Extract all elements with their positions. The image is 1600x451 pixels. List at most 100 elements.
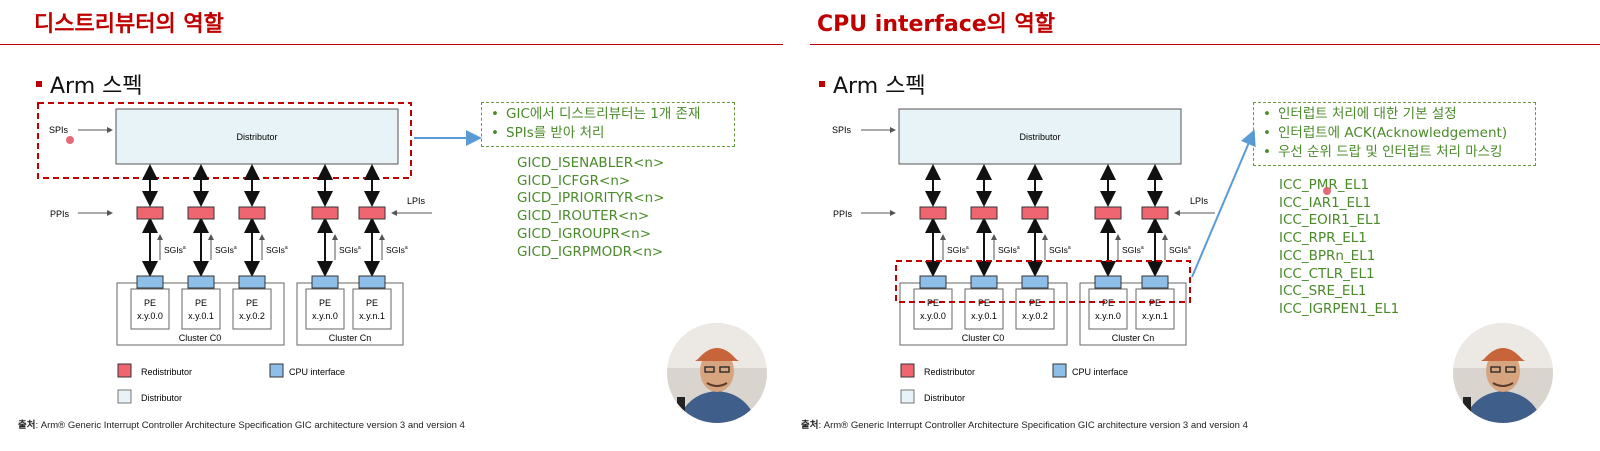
legend-distributor-swatch (117, 389, 132, 404)
redistributor-3 (311, 206, 339, 220)
callout-bullets: GIC에서 디스트리뷰터는 1개 존재 SPIs를 받아 처리 (481, 102, 735, 147)
source-text: : Arm® Generic Interrupt Controller Arch… (35, 420, 465, 431)
pe-id: x.y.n.1 (1142, 311, 1168, 321)
pe-id: x.y.0.1 (188, 311, 214, 321)
section-heading: Arm 스펙 (36, 68, 143, 100)
register-item: ICC_RPR_EL1 (1279, 230, 1367, 247)
pe-box (913, 288, 953, 330)
sgis-label: SGIsa (947, 245, 969, 255)
pe-box (305, 288, 345, 330)
sgis-label: SGIsa (215, 245, 237, 255)
distributor-highlight (37, 102, 412, 179)
pe-id: x.y.0.2 (1022, 311, 1048, 321)
legend-redistributor-swatch (117, 363, 132, 378)
cpu-interface-highlight (895, 260, 1191, 303)
cpu-interface-1 (187, 275, 215, 289)
cpu-interface-4 (1141, 275, 1169, 289)
source-text: : Arm® Generic Interrupt Controller Arch… (818, 420, 1248, 431)
sgis-label: SGIsa (1049, 245, 1071, 255)
register-list: ICC_PMR_EL1 ICC_IAR1_EL1 ICC_EOIR1_EL1 I… (1279, 177, 1399, 319)
cpu-interface-0 (136, 275, 164, 289)
register-list: GICD_ISENABLER<n> GICD_ICFGR<n> GICD_IPR… (517, 155, 665, 261)
register-item: ICC_IGRPEN1_EL1 (1279, 300, 1400, 317)
pe-label: PE (1102, 298, 1114, 308)
section-heading-text: Arm 스펙 (50, 74, 143, 99)
distributor-label: Distributor (1019, 132, 1060, 142)
register-item: GICD_ICFGR<n> (517, 172, 631, 189)
register-item: ICC_BPRn_EL1 (1279, 247, 1376, 264)
pe-box (964, 288, 1004, 330)
gic-diagram: Distributor SPIs PPIs L (37, 102, 482, 404)
redistributor-0 (919, 206, 947, 220)
cluster-c0-label: Cluster C0 (179, 333, 222, 343)
distributor-block (115, 108, 399, 165)
pe-box (1135, 288, 1175, 330)
slide-title: 디스트리뷰터의 역할 (34, 12, 224, 37)
pe-label: PE (144, 298, 156, 308)
pe-box (1088, 288, 1128, 330)
pe-id: x.y.0.0 (137, 311, 163, 321)
bullet-item: GIC에서 디스트리뷰터는 1개 존재 (491, 105, 726, 124)
section-heading-text: Arm 스펙 (833, 74, 926, 99)
register-item: GICD_ISENABLER<n> (517, 155, 665, 171)
pe-id: x.y.0.0 (920, 311, 946, 321)
redistributor-4 (358, 206, 386, 220)
redistributor-2 (238, 206, 266, 220)
bullet-square-icon (819, 81, 825, 87)
pe-id: x.y.n.0 (312, 311, 338, 321)
legend-cpu-interface-swatch (1052, 363, 1067, 378)
pointer-dot-icon (66, 136, 74, 144)
cpu-interface-2 (238, 275, 266, 289)
distributor-label: Distributor (236, 132, 277, 142)
register-item: ICC_CTLR_EL1 (1279, 265, 1375, 282)
cpu-interface-3 (1094, 275, 1122, 289)
register-item: ICC_PMR_EL1 (1279, 177, 1370, 193)
pe-box (181, 288, 221, 330)
pe-id: x.y.0.1 (971, 311, 997, 321)
legend-cpu-interface-swatch (269, 363, 284, 378)
spis-label: SPIs (49, 125, 69, 135)
pe-box (352, 288, 392, 330)
pe-box (232, 288, 272, 330)
redistributor-1 (970, 206, 998, 220)
register-item: ICC_IAR1_EL1 (1279, 194, 1372, 211)
presenter-avatar-icon (1453, 323, 1553, 423)
register-item: GICD_IROUTER<n> (517, 208, 650, 225)
sgis-label: SGIsa (1122, 245, 1144, 255)
bullet-item: SPIs를 받아 처리 (491, 124, 726, 143)
register-item: ICC_EOIR1_EL1 (1279, 212, 1382, 229)
legend-cpu-interface-label: CPU interface (1072, 367, 1128, 377)
pe-box (130, 288, 170, 330)
source-label: 출처 (801, 420, 819, 431)
lpis-label: LPIs (407, 196, 426, 206)
cluster-cn-label: Cluster Cn (329, 333, 372, 343)
callout-bullets: 인터럽트 처리에 대한 기본 설정 인터럽트에 ACK(Acknowledgem… (1253, 102, 1536, 166)
register-item: GICD_IGRPMODR<n> (517, 243, 664, 260)
pointer-dot-icon (1323, 187, 1331, 195)
cpu-interface-3 (311, 275, 339, 289)
sgis-label: SGIsa (339, 245, 361, 255)
redistributor-3 (1094, 206, 1122, 220)
sgis-label: SGIsa (266, 245, 288, 255)
slide-title: CPU interface의 역할 (817, 12, 1056, 37)
legend-redistributor-label: Redistributor (924, 367, 975, 377)
register-item: ICC_SRE_EL1 (1279, 283, 1367, 300)
pe-id: x.y.0.2 (239, 311, 265, 321)
redistributor-0 (136, 206, 164, 220)
cluster-cn-label: Cluster Cn (1112, 333, 1155, 343)
bullet-item: 인터럽트 처리에 대한 기본 설정 (1263, 105, 1527, 124)
bullet-item: 인터럽트에 ACK(Acknowledgement) (1263, 124, 1527, 143)
gic-diagram: Distributor SPIs PPIs LPIs (832, 108, 1256, 404)
cpu-interface-2 (1021, 275, 1049, 289)
cpu-interface-0 (919, 275, 947, 289)
legend-redistributor-label: Redistributor (141, 367, 192, 377)
legend-cpu-interface-label: CPU interface (289, 367, 345, 377)
register-item: GICD_IPRIORITYR<n> (517, 190, 665, 207)
legend-distributor-label: Distributor (141, 393, 182, 403)
legend-redistributor-swatch (900, 363, 915, 378)
cpu-interface-1 (970, 275, 998, 289)
bullet-square-icon (36, 81, 42, 87)
redistributor-4 (1141, 206, 1169, 220)
pe-id: x.y.n.1 (359, 311, 385, 321)
legend-distributor-label: Distributor (924, 393, 965, 403)
